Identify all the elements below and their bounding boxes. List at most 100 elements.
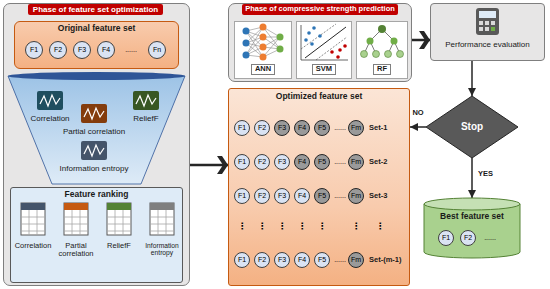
text-slot: F3 bbox=[274, 252, 290, 268]
model-label: SVM bbox=[312, 64, 336, 75]
calculator-icon bbox=[485, 21, 489, 25]
feature-label: F1 bbox=[442, 234, 450, 242]
method-icon bbox=[84, 108, 104, 119]
ellipsis-mark: ⋮ bbox=[258, 221, 267, 231]
method-icon bbox=[84, 145, 104, 156]
table-icon bbox=[21, 203, 174, 235]
ellipsis-mark: ⋮ bbox=[278, 221, 287, 231]
feature-label: ...... bbox=[334, 158, 346, 166]
method-label: ReliefF bbox=[133, 114, 158, 123]
text-slot: F4 bbox=[294, 252, 310, 268]
text-slot: YES bbox=[477, 170, 507, 179]
ann-illustration bbox=[260, 54, 267, 61]
table-icon bbox=[150, 203, 174, 210]
text-slot: SVM bbox=[296, 64, 352, 75]
svm-illustration bbox=[301, 24, 347, 60]
feature-label: F4 bbox=[298, 124, 306, 132]
text-slot: F5 bbox=[314, 154, 330, 170]
feature-label: F1 bbox=[30, 46, 38, 54]
model-label: RF bbox=[373, 64, 391, 75]
text-slot: F3 bbox=[274, 154, 290, 170]
svm-illustration bbox=[310, 42, 314, 46]
feature-label: ...... bbox=[334, 192, 346, 200]
set-label: Set-3 bbox=[369, 192, 387, 201]
text-slot: ⋮ bbox=[257, 218, 267, 234]
feature-label: F1 bbox=[238, 192, 246, 200]
text-slot: Fm bbox=[348, 154, 364, 170]
feature-label: ...... bbox=[484, 234, 496, 242]
feature-label: Fm bbox=[351, 192, 361, 200]
text-slot: ...... bbox=[331, 120, 349, 136]
decision-label: Stop bbox=[461, 121, 483, 133]
text-slot: Set-2 bbox=[369, 154, 408, 170]
text-slot: ANN bbox=[234, 64, 292, 75]
text-slot: Fm bbox=[348, 120, 364, 136]
method-label: Partial correlation bbox=[54, 242, 98, 259]
feature-circle: F4 bbox=[97, 41, 115, 59]
method-icon bbox=[136, 95, 156, 106]
method-icon bbox=[37, 91, 63, 110]
feature-circle: F1 bbox=[234, 252, 250, 268]
calculator-icon bbox=[476, 8, 499, 35]
method-icon bbox=[81, 104, 107, 123]
text-slot: ⋮ bbox=[351, 218, 361, 234]
text-slot: NO bbox=[403, 109, 433, 118]
box-heading: Optimized feature set bbox=[276, 92, 362, 102]
calculator-icon bbox=[491, 21, 495, 25]
feature-label: F1 bbox=[238, 256, 246, 264]
text-slot: RF bbox=[356, 64, 408, 75]
phase-panel: Phase of compressive strength prediction… bbox=[228, 3, 412, 82]
table-icon bbox=[150, 210, 174, 235]
ellipsis-mark: ⋮ bbox=[352, 221, 361, 231]
feature-label: F2 bbox=[464, 234, 472, 242]
method-label: Information entropy bbox=[140, 242, 184, 257]
method-icon bbox=[81, 141, 107, 160]
text-slot: ...... bbox=[118, 42, 144, 58]
table-icon bbox=[107, 210, 131, 235]
text-slot: ...... bbox=[331, 188, 349, 204]
calculator-icon bbox=[491, 27, 495, 31]
feature-label: ...... bbox=[125, 46, 137, 54]
calculator-icon bbox=[476, 8, 499, 35]
feature-circle: F2 bbox=[49, 41, 67, 59]
feature-circle: F4 bbox=[294, 188, 310, 204]
ann-illustration bbox=[243, 28, 250, 35]
text-slot: F5 bbox=[314, 252, 330, 268]
text-slot: Set-(m-1) bbox=[369, 252, 408, 268]
feature-circle: F3 bbox=[274, 188, 290, 204]
text-slot: Information entropy bbox=[140, 242, 184, 257]
feature-circle: F4 bbox=[294, 154, 310, 170]
table-icon bbox=[107, 203, 131, 210]
feature-label: F2 bbox=[258, 124, 266, 132]
table-icon bbox=[107, 203, 131, 235]
table-icon bbox=[21, 203, 45, 210]
text-slot: F2 bbox=[254, 154, 270, 170]
text-slot: Set-1 bbox=[369, 120, 408, 136]
feature-circle: F4 bbox=[294, 120, 310, 136]
feature-set-box: Original feature set......F1F2F3F4Fn bbox=[14, 21, 179, 69]
text-slot: Stop bbox=[426, 96, 518, 158]
flow-arrow bbox=[190, 164, 228, 167]
feature-circle: Fm bbox=[348, 252, 364, 268]
ann-illustration bbox=[277, 34, 284, 41]
phase-banner: Phase of compressive strength prediction bbox=[242, 4, 398, 15]
ellipsis-mark: ⋮ bbox=[318, 221, 327, 231]
ellipsis-mark: ⋮ bbox=[298, 221, 307, 231]
text-slot: F1 bbox=[234, 154, 250, 170]
feature-circle: F5 bbox=[314, 252, 330, 268]
feature-label: F3 bbox=[278, 158, 286, 166]
feature-label: ...... bbox=[334, 256, 346, 264]
feature-circle: F2 bbox=[254, 252, 270, 268]
method-icon bbox=[40, 95, 60, 106]
feature-label: F5 bbox=[318, 192, 326, 200]
rf-illustration bbox=[361, 51, 368, 58]
ann-illustration bbox=[246, 27, 280, 57]
svm-illustration bbox=[343, 44, 347, 48]
text-slot: F4 bbox=[97, 41, 115, 59]
selection-funnel: CorrelationPartial correlationReliefFInf… bbox=[8, 72, 185, 184]
method-label: ReliefF bbox=[107, 242, 131, 250]
feature-label: F2 bbox=[258, 158, 266, 166]
text-slot: Best feature set bbox=[424, 212, 520, 222]
model-box: SVM bbox=[296, 21, 352, 79]
feature-label: F5 bbox=[318, 256, 326, 264]
